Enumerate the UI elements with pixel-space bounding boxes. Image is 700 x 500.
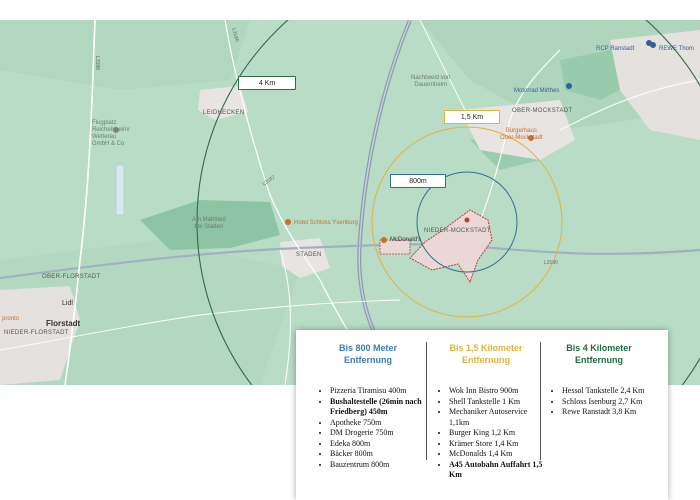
legend-title-800m: Bis 800 Meter Entfernung (338, 343, 398, 365)
center-marker (464, 217, 470, 223)
legend-list-800m: Pizzeria Tiramisu 400mBushaltestelle (26… (308, 386, 428, 470)
legend-item: McDonalds 1,4 Km (449, 449, 545, 460)
poi-mahlried: Am Mahlried bei Staden (192, 217, 226, 230)
place-ober-florstadt: OBER-FLORSTADT (42, 274, 101, 280)
field-area (0, 20, 250, 90)
road-main (0, 243, 700, 280)
place-staden: STADEN (296, 252, 322, 258)
legend-item: Wok Inn Bistro 900m (449, 386, 545, 397)
legend-list-1-5km: Wok Inn Bistro 900mShell Tankstelle 1 Km… (427, 386, 545, 481)
legend-item: Hessol Tankstelle 2,4 Km (562, 386, 658, 397)
legend-column-1-5km: Bis 1,5 Kilometer Entfernung Wok Inn Bis… (427, 330, 545, 500)
legend-list-4km: Hessol Tankstelle 2,4 KmSchloss Isenburg… (540, 386, 658, 418)
forest-area (140, 200, 280, 250)
place-ober-mockstadt: OBER-MOCKSTADT (512, 108, 573, 114)
poi-nachtweid: Nachtweid von Dauernheim (411, 75, 451, 88)
legend-divider (426, 342, 427, 460)
poi-rewe: REWE Thom (659, 46, 694, 52)
legend-item: Pizzeria Tiramisu 400m (330, 386, 428, 397)
road-minor (469, 49, 561, 247)
village-leidhecken (198, 86, 248, 120)
road-label-l3190: L3190 (544, 260, 558, 266)
pin-rewe[interactable] (650, 42, 656, 48)
airfield-strip (115, 164, 125, 216)
poi-hotel: Hotel Schloss Ysenburg (294, 220, 358, 226)
road-label-l3188: L3188 (93, 56, 100, 70)
legend-item: Apotheke 750m (330, 418, 428, 429)
road-minor (559, 79, 700, 131)
legend-item: Burger King 1,2 Km (449, 428, 545, 439)
legend-item: Mechaniker Autoservice 1,1km (449, 407, 545, 428)
place-lidl: Lidl (62, 300, 73, 307)
field-area (0, 240, 300, 385)
village-florstadt (0, 286, 80, 385)
legend-item: Schloss Isenburg 2,7 Km (562, 397, 658, 408)
legend-item: Rewe Ranstadt 3,8 Km (562, 407, 658, 418)
legend-item: Bushaltestelle (26min nach Friedberg) 45… (330, 397, 428, 418)
pin-mcdonalds[interactable] (381, 237, 387, 243)
legend-column-4km: Bis 4 Kilometer Entfernung Hessol Tankst… (540, 330, 658, 500)
legend-item: Shell Tankstelle 1 Km (449, 397, 545, 408)
pin-buergerhaus[interactable] (528, 135, 534, 141)
legend-divider (540, 342, 541, 460)
place-nieder-mockstadt: NIEDER-MOCKSTADT (424, 228, 491, 234)
legend-title-4km: Bis 4 Kilometer Entfernung (566, 343, 632, 365)
nieder-mockstadt-area (409, 209, 493, 284)
ring-800m (416, 171, 518, 273)
road-minor (279, 249, 291, 385)
legend-item: Bauzentrum 800m (330, 460, 428, 471)
pin-motorrad[interactable] (566, 83, 572, 89)
poi-flugplatz: Flugplatz Reichelsheim/ Wetterau GmbH & … (92, 120, 130, 147)
distance-legend: Bis 800 Meter Entfernung Pizzeria Tirami… (296, 330, 668, 500)
poi-buergerhaus: Bürgerhaus Ober-Mockstadt (500, 128, 543, 141)
legend-item: Edeka 800m (330, 439, 428, 450)
legend-item: DM Drogerie 750m (330, 428, 428, 439)
road-main (64, 20, 96, 385)
legend-item: A45 Autobahn Auffahrt 1,5 Km (449, 460, 545, 481)
legend-item: Bäcker 800m (330, 449, 428, 460)
road-minor (0, 299, 401, 351)
poi-pronto: pronto (2, 316, 20, 322)
village-ranstadt (610, 30, 700, 140)
pin-flugplatz[interactable] (113, 127, 119, 133)
ring-label-4km: 4 Km (238, 76, 296, 90)
pin-rcp[interactable] (646, 40, 652, 46)
poi-mcdonalds: McDonald's (390, 237, 422, 243)
ring-4km (196, 20, 700, 385)
ring-label-800m: 800m (390, 174, 446, 188)
ring-1-5km (371, 126, 563, 318)
legend-title-1-5km: Bis 1,5 Kilometer Entfernung (449, 343, 523, 365)
place-leidhecken: LEIDHECKEN (203, 110, 245, 116)
place-florstadt: Florstadt (46, 319, 81, 328)
place-nieder-florstadt: NIEDER-FLORSTADT (4, 330, 69, 336)
mcdonalds-area (379, 239, 411, 255)
ring-label-1-5km: 1,5 Km (444, 110, 500, 124)
pin-hotel[interactable] (285, 219, 291, 225)
poi-rcp: RCP Ranstadt (596, 46, 635, 52)
legend-item: Krämer Store 1,4 Km (449, 439, 545, 450)
poi-motorrad: Motorrad Mirthes (514, 88, 560, 94)
legend-column-800m: Bis 800 Meter Entfernung Pizzeria Tirami… (308, 330, 428, 500)
